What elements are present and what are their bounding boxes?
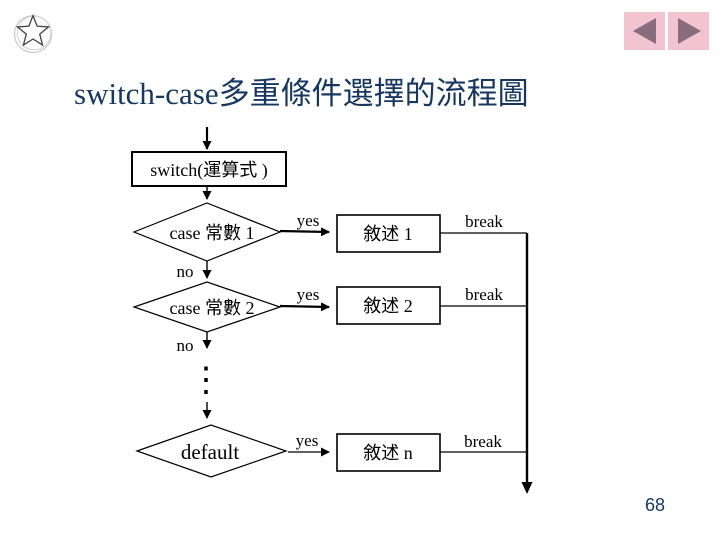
right-arrow-icon [677, 18, 701, 44]
next-slide-button[interactable] [668, 12, 709, 50]
action-1-label: 敘述 1 [363, 224, 413, 244]
switch-box-label: switch(運算式 ) [150, 160, 267, 181]
vertical-ellipsis: ⋮ [189, 362, 223, 399]
action-3-label: 敘述 n [363, 443, 413, 463]
yes-arrow-1 [279, 227, 330, 237]
page-number: 68 [645, 495, 666, 515]
slide-title: switch-case多重條件選擇的流程圖 [74, 76, 529, 111]
bus-arrowhead [521, 482, 533, 494]
yes-arrow-2 [279, 302, 330, 312]
break-label-2: break [465, 285, 503, 304]
no-label-1: no [177, 262, 194, 281]
default-diamond [135, 424, 288, 478]
slide-nav [624, 12, 709, 50]
action-2-label: 敘述 2 [363, 296, 413, 316]
decision-1-label: case 常數 1 [170, 223, 255, 243]
previous-slide-button[interactable] [624, 12, 665, 50]
yes-label-1: yes [297, 211, 320, 230]
decision-2-label: case 常數 2 [170, 298, 255, 318]
left-arrow-icon [632, 18, 656, 44]
default-label: default [181, 440, 239, 464]
yes-label-3: yes [296, 431, 319, 450]
switch-box [131, 151, 287, 187]
star-icon [15, 13, 51, 47]
no-label-2: no [177, 336, 194, 355]
star-logo [13, 13, 53, 54]
break-label-1: break [465, 212, 503, 231]
break-label-3: break [464, 432, 502, 451]
logo-circle-inner [16, 15, 52, 51]
action-box-1 [336, 214, 441, 253]
yes-label-2: yes [297, 285, 320, 304]
